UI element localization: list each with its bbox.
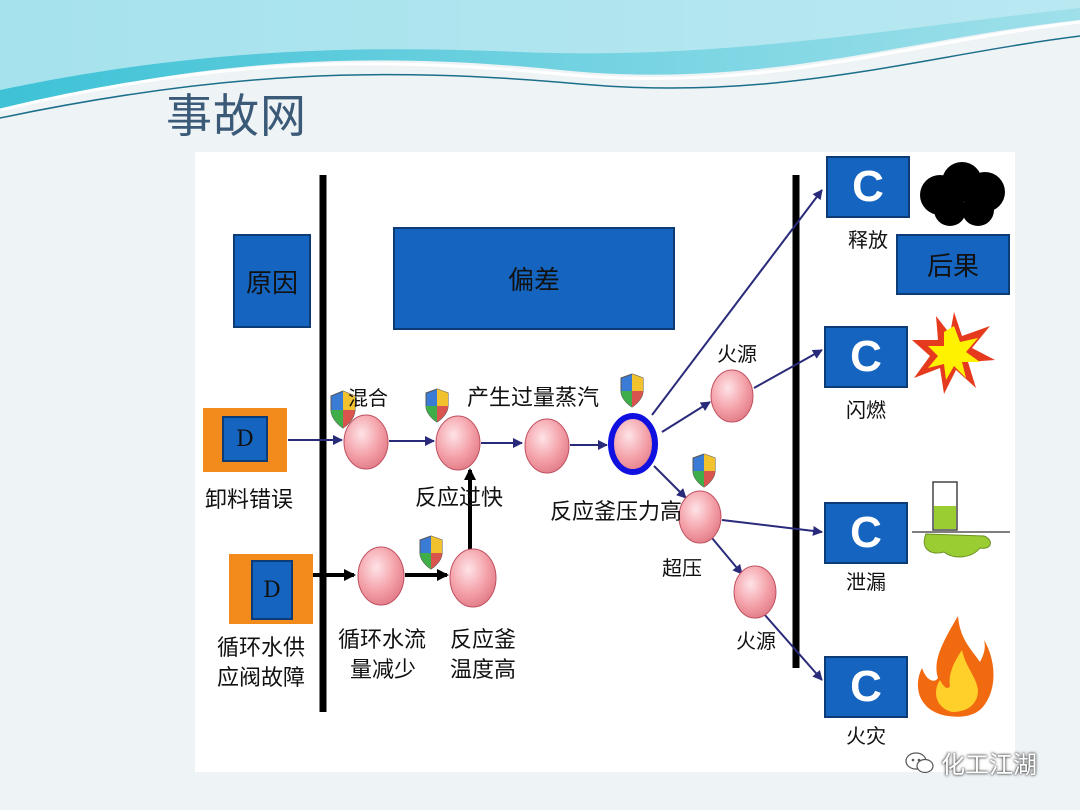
- cause-valve-failure-label-line2: 应阀故障: [217, 666, 306, 691]
- deviation-header-label: 偏差: [507, 266, 560, 296]
- consequence-release-label: 释放: [848, 228, 888, 252]
- cause-letter-d: D: [251, 560, 293, 620]
- cause-letter-d: D: [222, 416, 268, 462]
- temp-high-label-line1: 反应釜: [450, 628, 517, 653]
- consequence-leak-box: C: [824, 502, 908, 564]
- cause-unloading-error: D: [203, 408, 287, 472]
- temp-high-label-line2: 温度高: [450, 658, 517, 683]
- mixing-label: 混合: [348, 386, 388, 410]
- shield-icon: [620, 373, 644, 408]
- node-excess-steam: [524, 418, 570, 474]
- cause-unloading-error-label: 卸料错误: [205, 488, 294, 513]
- shield-icon: [330, 390, 356, 429]
- consequence-flash-box: C: [824, 326, 908, 388]
- consequence-leak-label: 泄漏: [846, 570, 886, 594]
- node-mixing: [343, 414, 389, 470]
- deviation-header: 偏差: [393, 227, 675, 330]
- node-flow-low: [357, 546, 405, 606]
- consequence-header-label: 后果: [926, 252, 979, 282]
- watermark-text: 化工江湖: [941, 751, 1037, 779]
- consequence-release-box: C: [826, 156, 910, 218]
- shield-icon: [692, 453, 716, 488]
- overpressure-label: 超压: [662, 556, 702, 580]
- flow-low-label-line2: 量减少: [350, 658, 417, 683]
- fire-icon: [917, 616, 994, 717]
- consequence-flash-label: 闪燃: [846, 398, 886, 422]
- consequence-fire-box: C: [824, 656, 908, 718]
- explosion-icon: [912, 312, 995, 394]
- pressure-high-label: 反应釜压力高: [550, 500, 683, 525]
- node-pressure-high: [608, 413, 658, 475]
- watermark: 化工江湖: [905, 745, 1037, 780]
- cause-valve-failure: D: [229, 554, 313, 624]
- consequence-header: 后果: [896, 234, 1010, 295]
- wechat-icon: [905, 751, 934, 773]
- node-fire-source-2: [733, 565, 777, 619]
- flow-low-label-line1: 循环水流: [338, 628, 427, 653]
- smoke-cloud-icon: [920, 162, 1005, 226]
- consequence-fire-label: 火灾: [846, 724, 886, 748]
- slide-title: 事故网: [166, 89, 307, 143]
- shield-icon: [425, 388, 449, 423]
- cause-header-label: 原因: [245, 268, 298, 299]
- cause-valve-failure-label-line1: 循环水供: [217, 636, 306, 661]
- fire-source-2-label: 火源: [736, 629, 776, 653]
- fire-source-1-label: 火源: [717, 342, 757, 366]
- shield-icon: [419, 535, 443, 570]
- reaction-fast-label: 反应过快: [415, 486, 504, 511]
- node-fire-source-1: [710, 369, 754, 423]
- excess-steam-label: 产生过量蒸汽: [467, 386, 600, 411]
- node-temp-high: [449, 548, 497, 608]
- node-reaction-fast: [435, 415, 481, 471]
- node-overpressure: [678, 490, 722, 544]
- spill-icon: [912, 481, 1010, 558]
- cause-header: 原因: [233, 234, 311, 328]
